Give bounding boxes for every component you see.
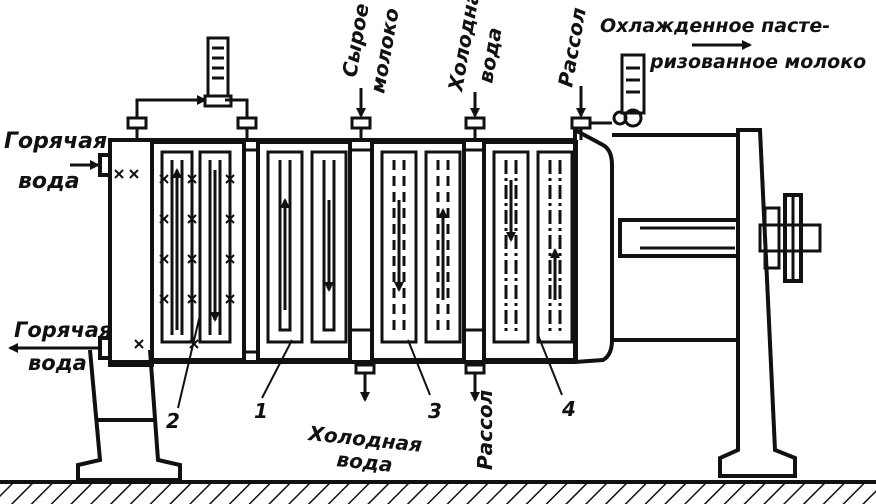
section-brine-4 <box>482 140 578 362</box>
section-heating-2 <box>114 140 246 362</box>
label-hot-water-in: Горячая вода <box>4 129 107 194</box>
label-brine-in: Рассол <box>553 5 591 89</box>
drive-shaft <box>618 193 822 283</box>
outlet-arrows <box>360 373 480 402</box>
hot-water-out-line2: вода <box>28 351 87 375</box>
connecting-pipes <box>244 148 484 354</box>
top-nozzles <box>126 116 592 140</box>
floor <box>0 480 876 504</box>
end-pressure-plate <box>573 126 614 365</box>
callout-leaders <box>177 314 563 409</box>
callout-4: 4 <box>561 397 576 421</box>
callout-2: 2 <box>166 409 180 433</box>
cold-water-in-line2: вода <box>473 26 506 85</box>
label-cold-water-out: Холодная вода <box>305 421 423 477</box>
callout-1: 1 <box>254 399 268 423</box>
right-support <box>612 128 797 478</box>
section-cooling-3 <box>370 140 466 362</box>
hot-water-in-line1: Горячая <box>4 129 107 154</box>
label-product-out: Охлажденное пасте- ризованное молоко <box>600 15 866 73</box>
section-cooling-1 <box>256 140 352 362</box>
thermometer-left <box>203 36 233 108</box>
hot-water-arrows <box>8 160 100 353</box>
left-support <box>76 349 182 482</box>
label-cold-water-in: Холодная вода <box>443 0 507 95</box>
hot-water-out-line1: Горячая <box>14 318 112 342</box>
raw-milk-line1: Сырое <box>337 1 374 78</box>
label-hot-water-out: Горячая вода <box>14 318 112 375</box>
hot-water-in-line2: вода <box>18 169 80 194</box>
label-raw-milk: Сырое молоко <box>337 1 404 94</box>
inlet-arrows <box>356 40 752 118</box>
label-brine-out: Рассол <box>473 389 497 470</box>
product-out-line1: Охлажденное пасте- <box>600 15 830 37</box>
cold-water-out-line2: вода <box>335 447 393 477</box>
thermometer-right <box>590 53 646 128</box>
callout-3: 3 <box>428 399 442 423</box>
product-out-line2: ризованное молоко <box>649 51 866 73</box>
